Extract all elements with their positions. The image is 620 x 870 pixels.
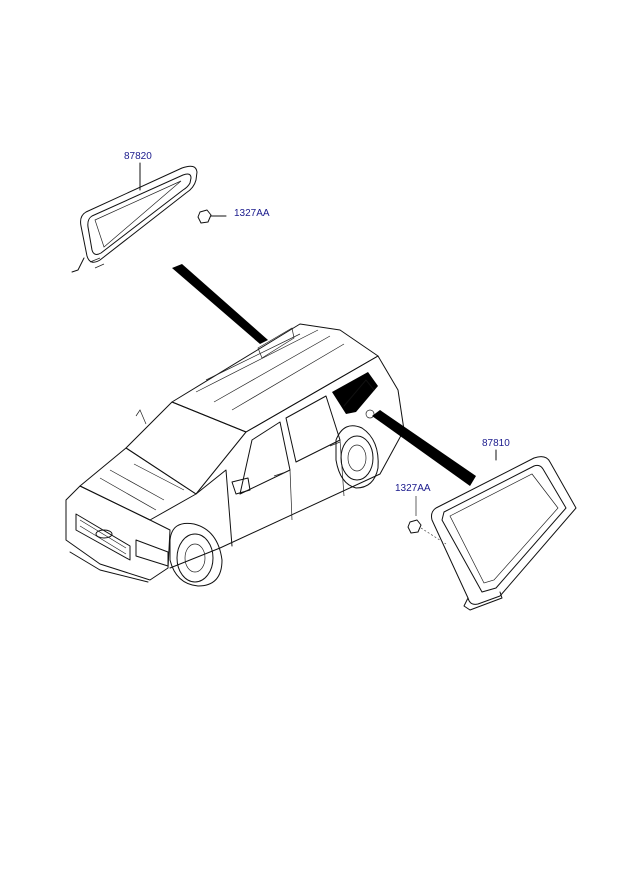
part-label-1327AA-upper: 1327AA: [234, 208, 270, 219]
part-label-87820: 87820: [124, 151, 152, 162]
lower-quarter-glass[interactable]: [431, 456, 577, 611]
upper-fastener-clip[interactable]: [197, 209, 227, 224]
pointer-arrow-upper: [172, 264, 268, 344]
part-label-87810: 87810: [482, 438, 510, 449]
pointer-arrow-lower: [372, 410, 476, 486]
part-label-1327AA-lower: 1327AA: [395, 483, 431, 494]
lower-fastener-clip[interactable]: [407, 496, 447, 545]
upper-quarter-glass[interactable]: [71, 165, 198, 273]
vehicle-illustration: [65, 323, 405, 587]
